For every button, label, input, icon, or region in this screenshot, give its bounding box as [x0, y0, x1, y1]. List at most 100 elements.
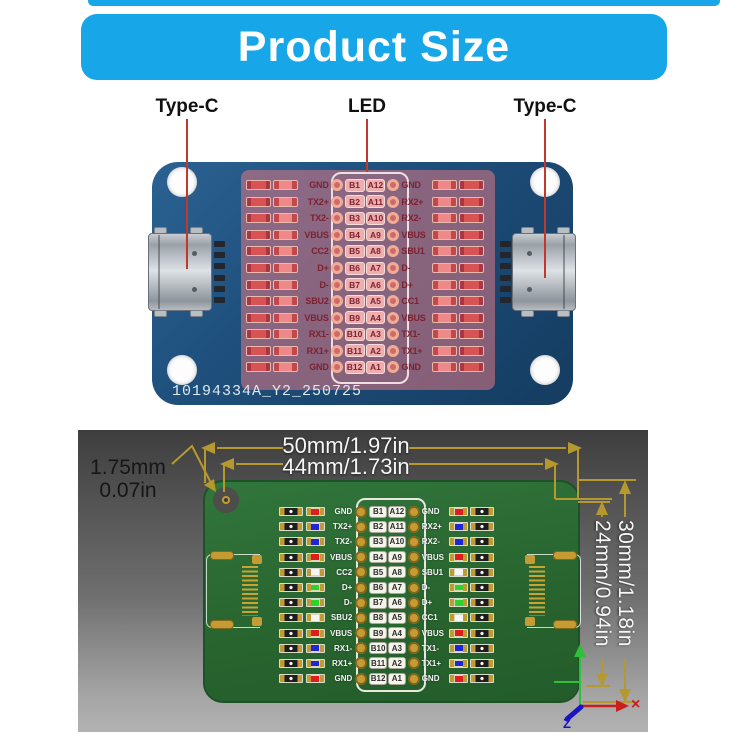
pin-label-left: RX1+ — [306, 345, 329, 356]
pin-a-label: A9 — [365, 228, 386, 242]
solder-pad — [355, 505, 368, 518]
pin-label-left: GND — [309, 362, 329, 373]
led-component — [305, 658, 325, 668]
led-color-chip — [454, 569, 463, 576]
solder-pad — [387, 179, 400, 192]
pin-a-label: A9 — [387, 551, 406, 564]
solder-pad — [387, 328, 400, 341]
resistor-component — [470, 613, 494, 623]
solder-pad — [355, 566, 368, 579]
led-component — [432, 345, 458, 356]
pin-b-label: B12 — [344, 360, 365, 374]
x-axis-arrow — [616, 700, 629, 712]
solder-pad — [387, 361, 400, 374]
led-color-chip — [454, 645, 463, 652]
pin-label-right: RX2+ — [401, 196, 424, 207]
led-component — [432, 263, 458, 273]
solder-pad — [387, 212, 400, 225]
led-color-chip — [454, 630, 463, 637]
resistor-component — [470, 552, 494, 562]
resistor-component — [470, 643, 494, 653]
solder-pad — [330, 245, 343, 258]
pin-label-left: SBU2 — [330, 613, 353, 623]
solder-pad — [330, 311, 343, 324]
pin-label-left: TX2+ — [307, 196, 329, 207]
callout-type-c-right: Type-C — [513, 96, 577, 117]
pin-label-left: D- — [343, 598, 353, 608]
pin-b-label: B6 — [344, 261, 365, 275]
resistor-component — [459, 329, 485, 340]
pin-label-left: SBU2 — [305, 296, 329, 307]
dim-hole-label: 1.75mm 0.07in — [82, 456, 174, 502]
resistor-component — [459, 362, 485, 373]
connector-tab — [190, 310, 203, 317]
resistor-component — [246, 196, 271, 207]
solder-pad — [387, 245, 400, 258]
led-color-chip — [454, 614, 463, 621]
dim-outer-width-label: 50mm/1.97in — [282, 433, 410, 458]
pin-a-label: A6 — [387, 596, 406, 609]
led-component — [449, 598, 469, 608]
pin-label-left: GND — [334, 507, 353, 517]
led-component — [272, 345, 298, 356]
led-component — [432, 196, 458, 207]
footprint-pin-comb — [529, 566, 545, 616]
footprint-pad — [553, 620, 577, 629]
pin-b-label: B6 — [369, 581, 387, 594]
solder-pad — [387, 295, 400, 308]
solder-pad — [355, 520, 368, 533]
solder-pad — [407, 657, 420, 670]
pin-label-right: RX2- — [421, 537, 440, 547]
pin-b-label: B2 — [369, 520, 387, 533]
pin-b-label: B12 — [369, 672, 387, 685]
footprint-pad — [210, 551, 234, 560]
solder-pad — [355, 581, 368, 594]
pin-label-right: TX1+ — [421, 658, 442, 668]
resistor-component — [470, 567, 494, 577]
pin-b-label: B7 — [344, 278, 365, 292]
banner: Product Size — [81, 14, 667, 80]
mounting-hole — [167, 355, 197, 385]
resistor-component — [459, 296, 485, 307]
led-color-chip — [311, 630, 320, 637]
top-strip — [88, 0, 720, 6]
pin-a-label: A10 — [387, 535, 406, 548]
connector-pins — [214, 241, 225, 303]
connector-seam — [563, 235, 565, 309]
resistor-component — [470, 628, 494, 638]
solder-pad — [330, 262, 343, 274]
pin-label-right: D- — [421, 583, 431, 593]
pin-label-right: RX2- — [401, 213, 422, 224]
led-component — [272, 312, 298, 323]
led-component — [305, 567, 325, 577]
led-color-chip — [311, 539, 320, 545]
led-component — [432, 213, 458, 224]
pin-a-label: A4 — [365, 311, 386, 325]
led-component — [305, 522, 325, 532]
pin-label-left: GND — [309, 180, 329, 191]
pin-label-left: GND — [334, 674, 353, 684]
pin-b-label: B10 — [344, 327, 365, 341]
led-color-chip — [454, 660, 463, 667]
pin-a-label: A2 — [387, 657, 406, 670]
silkscreen-text: 10194334A_Y2_250725 — [172, 383, 363, 400]
resistor-component — [279, 522, 303, 532]
pin-b-label: B11 — [369, 657, 387, 670]
led-component — [272, 362, 298, 373]
pin-b-label: B9 — [369, 627, 387, 640]
led-component — [432, 229, 458, 240]
led-component — [432, 329, 458, 340]
pin-column-outline — [356, 498, 426, 692]
led-component — [432, 279, 458, 290]
pin-label-right: RX2+ — [421, 522, 442, 532]
led-component — [432, 246, 458, 257]
